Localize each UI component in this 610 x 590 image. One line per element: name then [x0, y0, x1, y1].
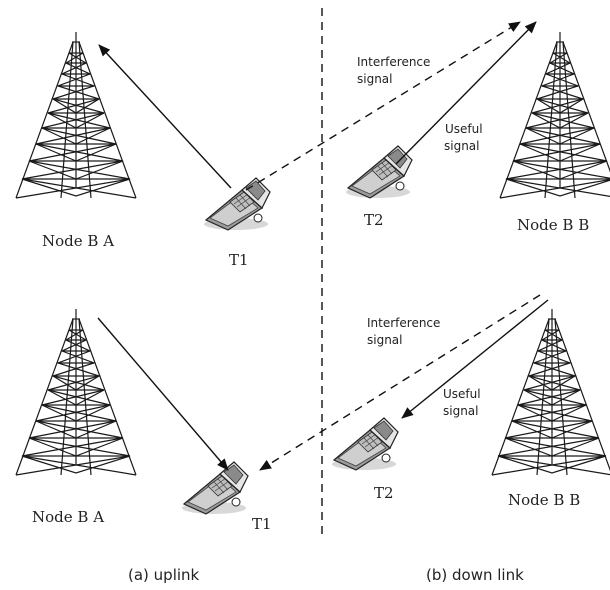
caption-downlink: (b) down link: [426, 566, 524, 584]
label-node-b-b-top: Node B B: [517, 216, 589, 234]
useful-arrow-bottom: [401, 299, 549, 419]
label-t1-bottom: T1: [252, 515, 272, 533]
useful-label-bottom: Useful: [443, 387, 481, 401]
label-node-b-a-top: Node B A: [42, 232, 114, 250]
phone-t2-bottom: [331, 417, 399, 471]
useful-label-top-2: signal: [444, 139, 480, 153]
uplink-arrow-bottom: [97, 317, 229, 471]
uplink-arrow-top: [98, 44, 232, 189]
label-t2-top: T2: [364, 211, 384, 229]
tower-node-b-a-bottom: [15, 308, 137, 476]
tower-node-b-a-top: [15, 31, 137, 199]
label-node-b-a-bottom: Node B A: [32, 508, 104, 526]
label-node-b-b-bottom: Node B B: [508, 491, 580, 509]
interference-label-bottom-2: signal: [367, 333, 403, 347]
interference-label-top-2: signal: [357, 72, 393, 86]
interference-label-top: Interference: [357, 55, 430, 69]
label-t1-top: T1: [229, 251, 249, 269]
interference-label-bottom: Interference: [367, 316, 440, 330]
tower-node-b-b-top: [499, 31, 610, 199]
tower-node-b-b-bottom: [491, 308, 610, 476]
useful-label-bottom-2: signal: [443, 404, 479, 418]
phone-t1-bottom: [181, 461, 249, 515]
label-t2-bottom: T2: [374, 484, 394, 502]
useful-arrow-top: [395, 21, 537, 165]
phone-t2-top: [345, 145, 413, 199]
interference-arrow-top: [245, 21, 521, 191]
useful-label-top: Useful: [445, 122, 483, 136]
phone-t1-top: [203, 177, 271, 231]
caption-uplink: (a) uplink: [128, 566, 200, 584]
